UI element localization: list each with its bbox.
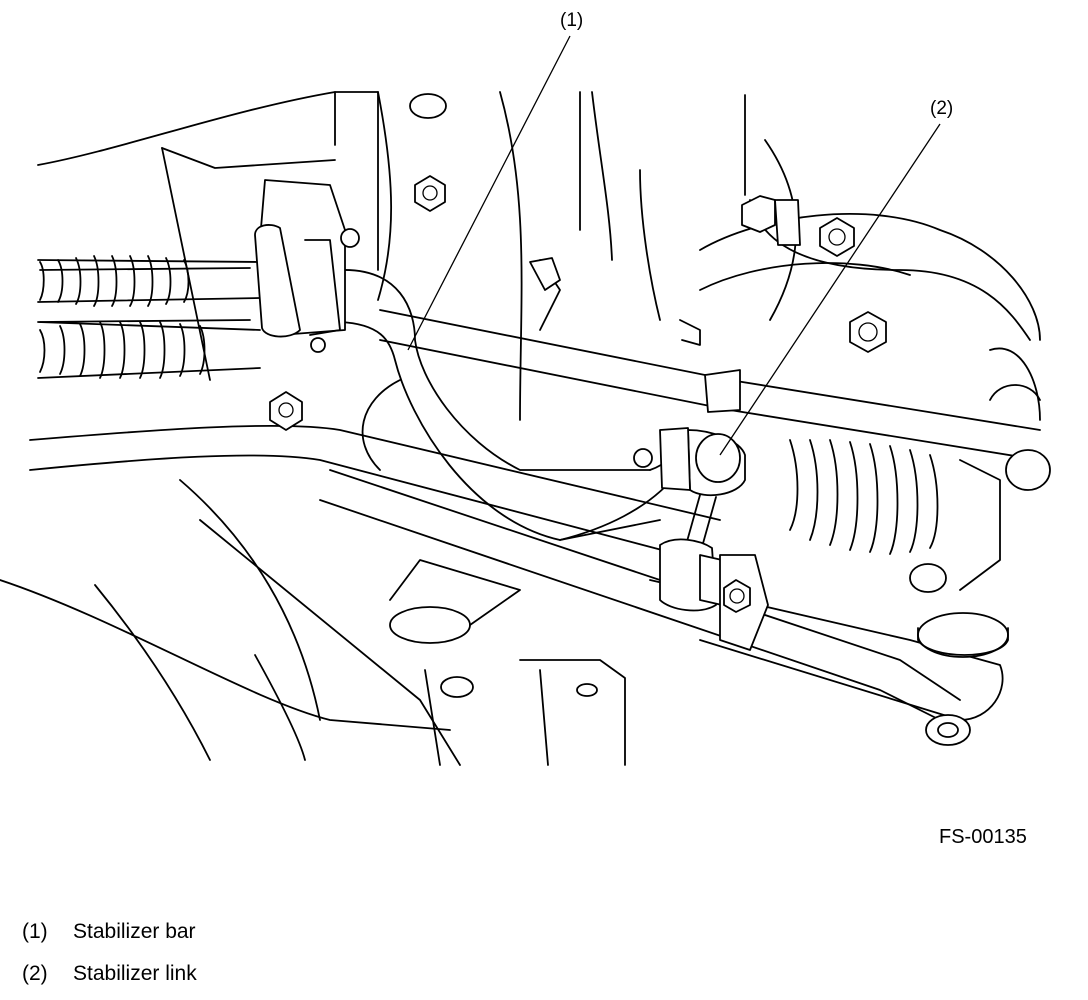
steering-boot-right: [789, 347, 1051, 591]
suspension-diagram: [0, 35, 1051, 766]
body-outline: [0, 91, 1041, 766]
leader-lines: [407, 35, 941, 456]
legend-number: (2): [22, 962, 48, 985]
nuts: [269, 175, 887, 431]
sensor-harness: [529, 195, 1031, 413]
leader-line-1: [407, 35, 571, 351]
callout-2: (2): [930, 98, 954, 119]
legend-label: Stabilizer bar: [73, 920, 196, 943]
stabilizer-bar: [39, 267, 681, 541]
legend-number: (1): [22, 920, 48, 943]
lower-arm: [649, 563, 1009, 746]
legend-item: (2) Stabilizer link: [22, 962, 197, 986]
leader-line-2: [719, 123, 941, 456]
legend-label: Stabilizer link: [73, 962, 197, 985]
steering-boot-left: [37, 255, 261, 379]
figure-code: FS-00135: [939, 826, 1027, 848]
crossmember: [29, 93, 1041, 721]
bushing-clamp: [254, 179, 360, 353]
stabilizer-link: [633, 427, 769, 651]
legend-item: (1) Stabilizer bar: [22, 920, 196, 944]
callout-1: (1): [560, 10, 584, 31]
